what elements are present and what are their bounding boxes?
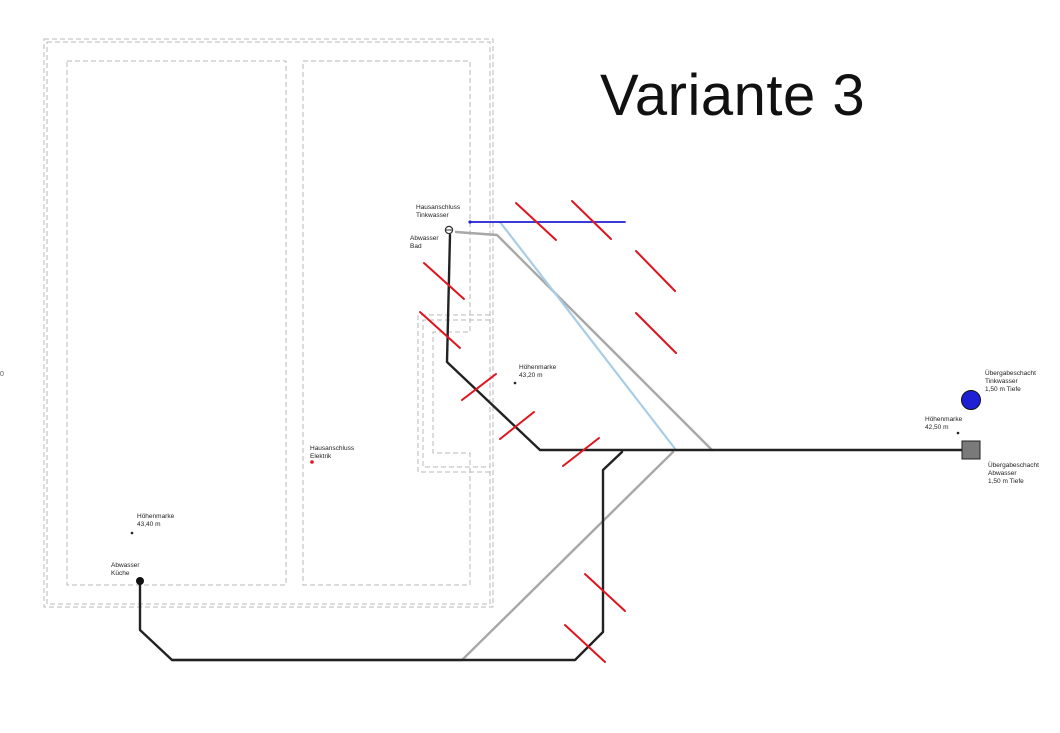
label-line: Übergabeschacht [985, 370, 1036, 377]
label-line: Hausanschluss [310, 445, 355, 452]
strike-mark [423, 262, 465, 300]
strike-mark [564, 624, 606, 663]
elevation-mark-middle-dot [513, 381, 517, 385]
strike-marks [419, 200, 677, 663]
label-line: Abwasser [410, 235, 439, 242]
label-line: Abwasser [988, 470, 1017, 477]
electric-connection-point [310, 460, 314, 464]
strike-mark [635, 250, 676, 292]
kitchen-wastewater-point [136, 577, 144, 585]
strike-mark [571, 200, 612, 240]
label-transfer-shaft-drinking-water: Übergabeschacht Tinkwasser 1,50 m Tiefe [985, 370, 1036, 394]
drinking-water-shaft-symbol [961, 390, 981, 410]
elevation-mark-left-dot [130, 531, 134, 535]
strike-mark [635, 312, 677, 354]
label-elevation-mark-right: Höhenmarke 42,50 m [925, 416, 962, 432]
room-left [66, 60, 287, 586]
strike-mark [419, 311, 461, 349]
label-line: Bad [410, 243, 422, 250]
strike-mark [461, 373, 497, 401]
alternative-route-right [454, 230, 714, 452]
label-line: Küche [111, 570, 130, 577]
edge-mark: 0 [0, 371, 4, 378]
elevation-mark-right-dot [956, 431, 960, 435]
annex-outline-outer [417, 314, 490, 473]
wastewater-shaft-symbol [961, 440, 981, 460]
house-outer-wall-inner-line [46, 41, 491, 605]
label-elevation-mark-middle: Höhenmarke 43,20 m [519, 364, 556, 380]
label-line: 43,40 m [137, 521, 161, 528]
label-house-connection-electric: Hausanschluss Elektrik [310, 445, 354, 461]
label-line: Abwasser [111, 562, 140, 569]
label-line: Elektrik [310, 453, 332, 460]
label-line: 1,50 m Tiefe [985, 386, 1021, 393]
label-line: Höhenmarke [519, 364, 557, 371]
label-line: Hausanschluss [416, 204, 461, 211]
label-elevation-mark-left: Höhenmarke 43,40 m [137, 513, 174, 529]
strike-mark [584, 573, 626, 612]
label-line: Höhenmarke [925, 416, 963, 423]
label-line: 42,50 m [925, 424, 949, 431]
house-outline [43, 38, 494, 608]
drinking-water-light-line [498, 220, 678, 452]
label-line: Tinkwasser [985, 378, 1018, 385]
house-outer-wall [43, 38, 494, 608]
label-line: 43,20 m [519, 372, 543, 379]
label-line: 1,50 m Tiefe [988, 478, 1024, 485]
alternative-route-lower [170, 450, 675, 662]
room-right [302, 60, 471, 586]
label-house-connection-drinking-water: Hausanschluss Tinkwasser [416, 204, 460, 220]
drinking-water-start-dot [468, 220, 472, 224]
label-line: Höhenmarke [137, 513, 175, 520]
strike-mark [562, 437, 600, 467]
label-wastewater-bath: Abwasser Bad [410, 235, 439, 251]
wastewater-branch-line [138, 450, 624, 662]
strike-mark [515, 202, 557, 241]
label-line: Tinkwasser [416, 212, 449, 219]
label-wastewater-kitchen: Abwasser Küche [111, 562, 140, 578]
label-transfer-shaft-wastewater: Übergabeschacht Abwasser 1,50 m Tiefe [988, 462, 1039, 486]
wastewater-main-line [445, 233, 972, 452]
annex-outline-inner [422, 319, 490, 468]
label-line: Übergabeschacht [988, 462, 1039, 469]
strike-mark [499, 411, 535, 440]
page-title: Variante 3 [600, 63, 866, 128]
